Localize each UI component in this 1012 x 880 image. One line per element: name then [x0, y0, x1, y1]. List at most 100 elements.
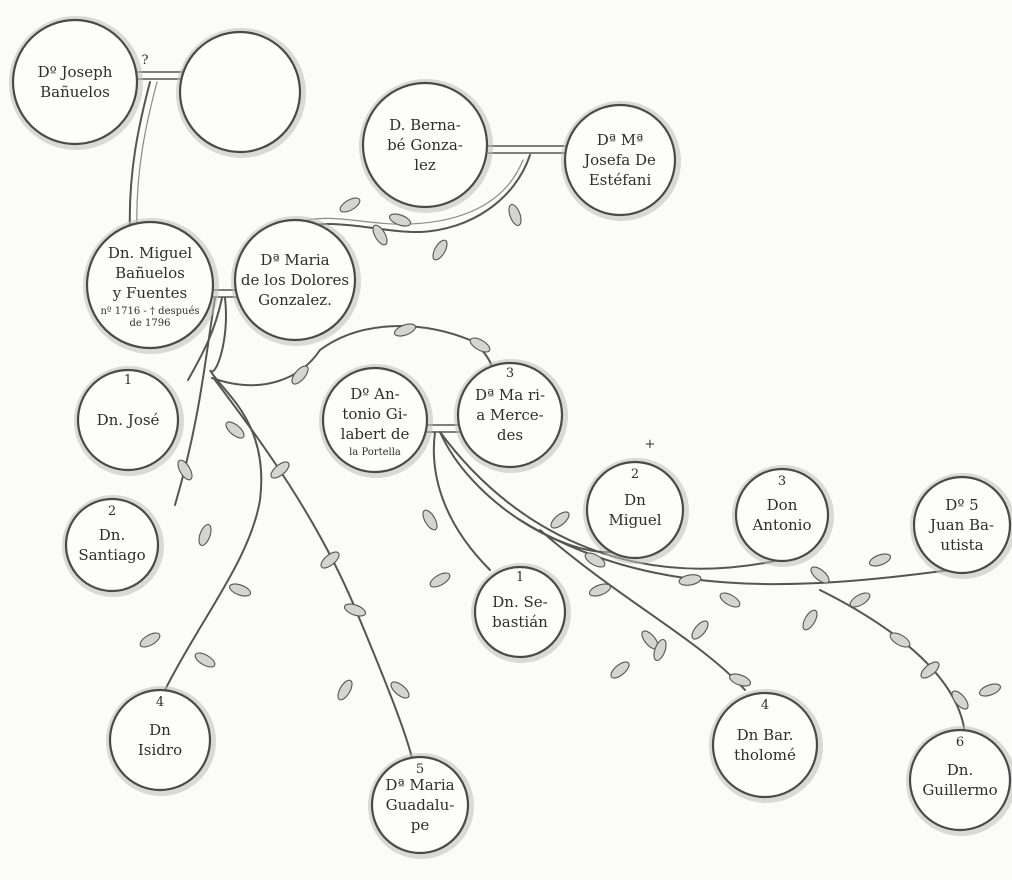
person-circle — [734, 467, 830, 563]
person-name-line: Bañuelos — [115, 264, 185, 282]
person-order-number: 3 — [506, 366, 514, 381]
leaf-decoration — [393, 323, 417, 337]
person-name-line: Dn — [149, 721, 171, 739]
leaf-decoration — [198, 523, 212, 547]
person-name-line: Miguel — [608, 511, 661, 529]
person-note-line: la Portella — [349, 447, 401, 458]
person-circle — [108, 688, 212, 792]
person-name-line: Guadalu- — [386, 796, 455, 814]
person-name-line: Isidro — [138, 741, 182, 759]
person-circle — [912, 475, 1012, 575]
branch-joseph-miguel — [128, 81, 151, 233]
person-circle — [85, 220, 215, 350]
leaf-decoration — [337, 679, 353, 701]
leaf-decoration — [429, 572, 451, 588]
branch-to-antonio2 — [439, 431, 781, 570]
leaf-decoration — [372, 224, 388, 246]
person-name-line: D. Berna- — [389, 116, 461, 134]
person-order-number: 4 — [761, 698, 769, 713]
leaf-decoration — [339, 197, 361, 213]
leaf-decoration — [810, 566, 830, 584]
person-circle — [76, 368, 180, 472]
leaf-decoration — [849, 592, 871, 608]
leaf-decoration — [469, 337, 491, 353]
leaf-decoration — [978, 683, 1002, 697]
person-circle — [321, 366, 429, 474]
branch-to-miguel2 — [439, 431, 613, 554]
person-name-line: Gonzalez. — [258, 291, 332, 309]
branch-to-bartholome — [539, 529, 746, 691]
leaf-decoration — [889, 632, 911, 648]
person-order-number: 1 — [516, 570, 524, 585]
leaf-decoration — [691, 620, 709, 640]
leaf-decoration — [868, 553, 892, 567]
person-name-line: lez — [414, 156, 436, 174]
person-name-line: y Fuentes — [112, 284, 187, 302]
person-name-line: Dº An- — [350, 385, 399, 403]
person-name-line: utista — [940, 536, 983, 554]
person-name-line: Dª Mª — [597, 131, 643, 149]
person-name-line: Antonio — [751, 516, 811, 534]
person-name-line: Dn. Miguel — [108, 244, 193, 262]
person-circle — [361, 81, 489, 209]
leaf-decoration — [653, 638, 667, 662]
person-order-number: 2 — [108, 504, 116, 519]
leaf-decoration — [388, 213, 412, 227]
person-circle — [473, 565, 567, 659]
person-name-line: bastián — [492, 613, 548, 631]
person-order-number: 3 — [778, 474, 786, 489]
person-circle — [563, 103, 677, 217]
person-name-line: Dn. José — [97, 411, 160, 429]
person-circle — [233, 218, 357, 342]
leaf-decoration — [422, 509, 438, 531]
leaf-decoration — [584, 552, 606, 568]
person-name-line: de los Dolores — [241, 271, 349, 289]
person-name-line: Dº 5 — [945, 496, 978, 514]
person-circle — [585, 460, 685, 560]
leaf-decoration — [194, 652, 216, 668]
person-node-unknown — [176, 28, 306, 158]
leaf-decoration — [678, 574, 702, 586]
person-order-number: 2 — [631, 467, 639, 482]
person-circle — [178, 30, 302, 154]
leaf-decoration — [390, 681, 410, 699]
person-name-line: des — [497, 426, 523, 444]
person-note-line: nº 1716 - † después — [100, 306, 199, 317]
person-order-number: 5 — [416, 762, 424, 777]
person-name-line: a Merce- — [476, 406, 543, 424]
person-circle — [711, 691, 819, 799]
leaf-decoration — [432, 239, 448, 261]
leaf-decoration — [225, 421, 245, 439]
person-name-line: Guillermo — [922, 781, 997, 799]
leaf-decoration — [951, 690, 969, 710]
person-name-line: Dn. Se- — [492, 593, 547, 611]
leaf-decoration — [320, 551, 340, 569]
person-name-line: Bañuelos — [40, 83, 110, 101]
leaf-decoration — [802, 609, 818, 631]
leaf-decoration — [588, 583, 612, 597]
leaf-decoration — [270, 461, 290, 479]
leaf-decoration — [139, 632, 161, 648]
leaf-decoration — [550, 511, 570, 529]
branch-joseph-miguel-2 — [136, 81, 158, 233]
marriage-link-bernabe — [488, 145, 572, 154]
person-name-line: labert de — [341, 425, 410, 443]
leaf-decoration — [177, 459, 193, 481]
leaf-decoration — [719, 592, 741, 608]
branch-to-sebastian — [432, 431, 491, 571]
person-order-number: 4 — [156, 695, 164, 710]
person-mark: + — [645, 437, 656, 452]
leaf-decoration — [508, 203, 522, 227]
person-name-line: Dn — [624, 491, 646, 509]
person-mark: ? — [142, 53, 149, 68]
